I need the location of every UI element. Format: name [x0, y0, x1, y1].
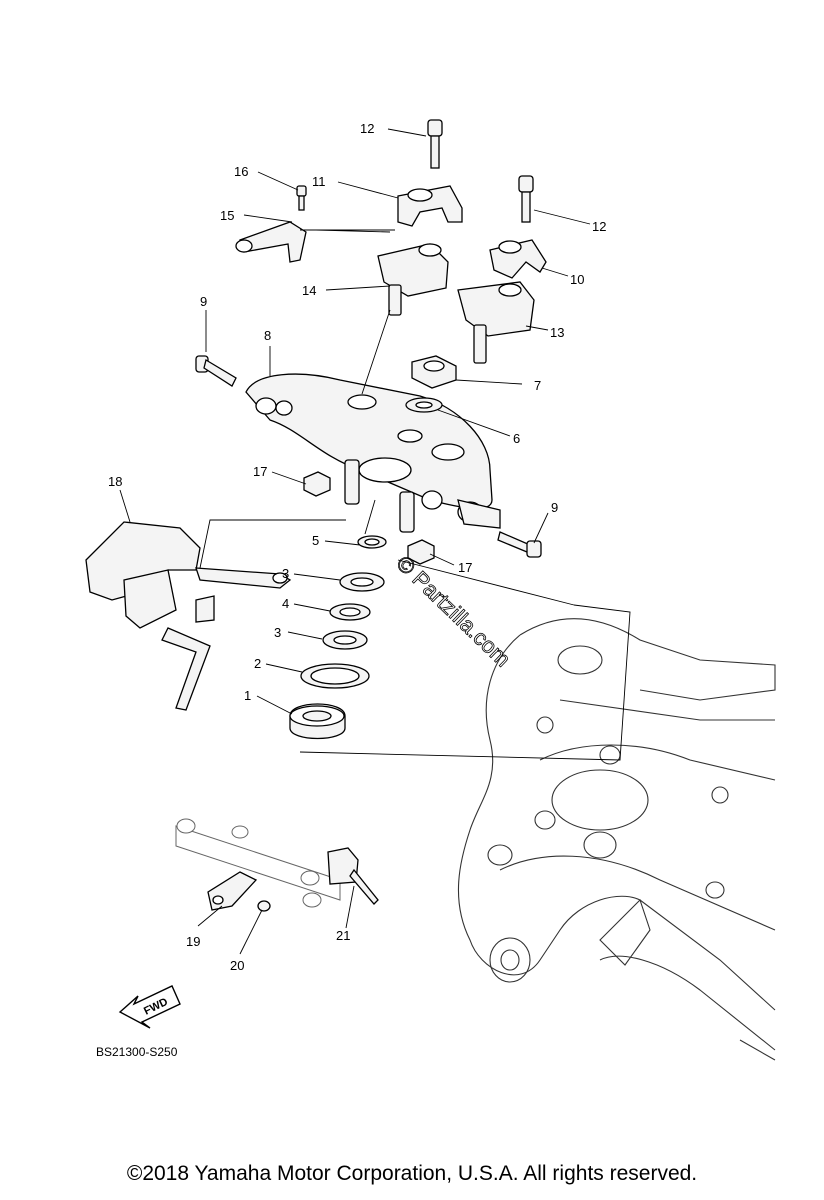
callout-1: 1	[244, 688, 251, 703]
ghost-mount-bottom	[175, 818, 341, 908]
upper-holder-11	[397, 185, 463, 227]
bearing-1	[289, 703, 346, 740]
callout-20: 20	[230, 958, 244, 973]
watermark: © Partzilla.com	[392, 551, 516, 672]
callout-14: 14	[302, 283, 316, 298]
nut-17-left	[303, 471, 331, 497]
ring-nut-3-upper	[339, 572, 385, 592]
callout-16: 16	[234, 164, 248, 179]
washer-4	[329, 603, 371, 621]
callout-17-right: 17	[458, 560, 472, 575]
diagram-canvas: 12 12 11 10 16 15 14 13 9 8 7 6 17 9 17 …	[85, 119, 776, 1061]
callout-9-right: 9	[551, 500, 558, 515]
bracket-15	[235, 221, 307, 263]
callout-12-top: 12	[360, 121, 374, 136]
bracket-18	[85, 521, 292, 711]
callout-17-left: 17	[253, 464, 267, 479]
bracket-19	[207, 871, 258, 911]
lock-washer-5	[357, 535, 387, 549]
callout-18: 18	[108, 474, 122, 489]
callout-3-lower: 3	[274, 625, 281, 640]
callout-11: 11	[312, 174, 326, 189]
bracket-21	[327, 847, 379, 905]
upper-holder-10	[489, 239, 547, 279]
frame-outline	[457, 618, 776, 1061]
callout-15: 15	[220, 208, 234, 223]
bolt-9-right	[497, 531, 542, 558]
callout-8: 8	[264, 328, 271, 343]
callout-4: 4	[282, 596, 289, 611]
callout-7: 7	[534, 378, 541, 393]
leader-lines	[119, 128, 631, 955]
dust-seal-2	[300, 663, 370, 689]
callout-6: 6	[513, 431, 520, 446]
callout-9-left: 9	[200, 294, 207, 309]
bolt-12-left	[427, 119, 443, 169]
callout-10: 10	[570, 272, 584, 287]
callout-13: 13	[550, 325, 564, 340]
bolt-20	[257, 900, 271, 912]
callout-3-upper: 3	[282, 566, 289, 581]
callout-21: 21	[336, 928, 350, 943]
screw-16	[296, 185, 307, 211]
lower-holder-13	[457, 281, 535, 364]
callout-labels: 12 12 11 10 16 15 14 13 9 8 7 6 17 9 17 …	[108, 121, 606, 973]
callout-12-right: 12	[592, 219, 606, 234]
copyright-notice: ©2018 Yamaha Motor Corporation, U.S.A. A…	[126, 1162, 698, 1185]
diagram-code: BS21300-S250	[96, 1045, 178, 1059]
washer-6	[405, 397, 443, 413]
ring-nut-3-lower	[322, 630, 368, 650]
bolt-12-right	[518, 175, 534, 223]
fwd-arrow-icon: FWD	[118, 985, 181, 1029]
nut-7	[411, 355, 457, 389]
lower-holder-14	[377, 243, 449, 316]
bolt-9-left	[195, 355, 237, 387]
nut-17-right	[407, 539, 435, 565]
callout-2: 2	[254, 656, 261, 671]
callout-19: 19	[186, 934, 200, 949]
callout-5: 5	[312, 533, 319, 548]
